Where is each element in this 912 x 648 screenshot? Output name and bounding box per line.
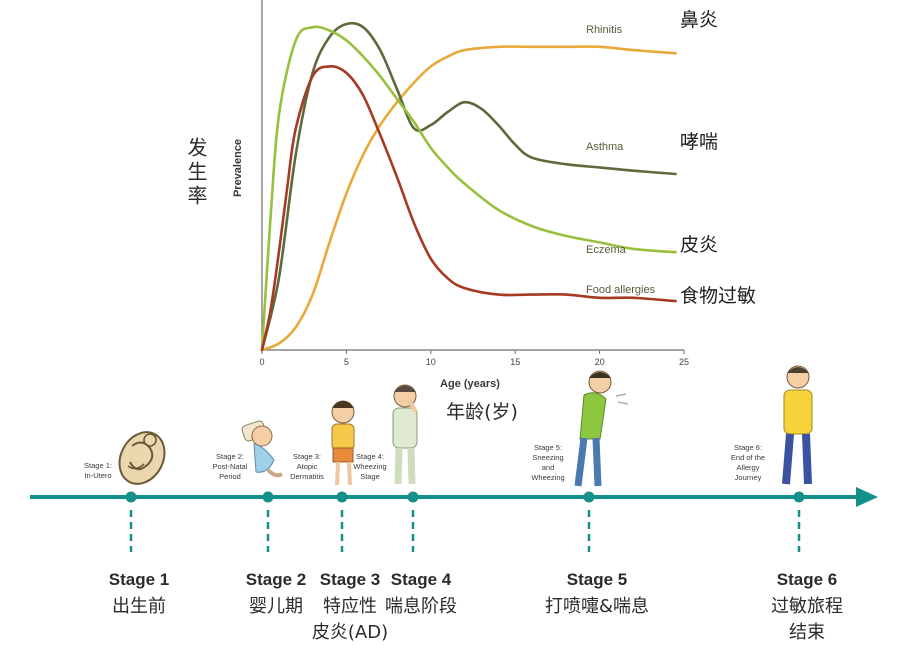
stage-caption-line: Journey <box>735 473 762 482</box>
stage-caption-line: Stage 6: <box>734 443 762 452</box>
baby-illustration <box>241 420 284 478</box>
series-line-eczema <box>260 25 677 352</box>
series-label-zh: 哮喘 <box>680 131 718 153</box>
x-axis-label: Age (years) <box>440 378 500 390</box>
stage-caption-line: End of the <box>731 453 765 462</box>
stage-caption-line: Post-Natal <box>212 462 247 471</box>
stage-caption-line: Stage 3: <box>293 452 321 461</box>
stage-title: Stage 5 <box>567 570 627 589</box>
stage-caption-line: Stage 2: <box>216 452 244 461</box>
stage-caption-line: Dermatitis <box>290 472 324 481</box>
stage-marker <box>793 491 805 503</box>
stage-caption-line: Sneezing <box>532 453 563 462</box>
stage-caption-line: Stage 1: <box>84 461 112 470</box>
stage-zh-label: 打喷嚏&喘息 <box>545 596 649 617</box>
series-label: Rhinitis <box>586 24 623 36</box>
x-tick-label: 0 <box>259 357 264 367</box>
x-tick-label: 10 <box>426 357 436 367</box>
series-label-zh: 鼻炎 <box>680 9 718 31</box>
stage-caption-line: In-Utero <box>84 471 111 480</box>
series-line-food-allergies <box>260 65 677 352</box>
timeline-arrow-head <box>856 487 878 507</box>
stage-marker <box>336 491 348 503</box>
stage-caption-line: Stage 5: <box>534 443 562 452</box>
stage-title: Stage 4 <box>391 570 452 589</box>
stage-caption-line: Wheezing <box>531 473 564 482</box>
stage-caption-line: Allergy <box>737 463 760 472</box>
stage-zh-label: 结束 <box>789 622 825 643</box>
stage-caption-line: Wheezing <box>353 462 386 471</box>
series-label: Eczema <box>586 244 627 256</box>
stage-caption-line: Atopic <box>297 462 318 471</box>
adult-standing-illustration <box>782 365 813 485</box>
stage-title: Stage 1 <box>109 570 169 589</box>
series-label-zh: 皮炎 <box>680 234 718 256</box>
x-tick-label: 25 <box>679 357 689 367</box>
y-axis-label-zh: 发生率 <box>184 137 208 209</box>
stage-marker <box>583 491 595 503</box>
stage-caption-line: Stage 4: <box>356 452 384 461</box>
x-axis-label-zh: 年龄(岁) <box>446 401 518 423</box>
stage-marker <box>125 491 137 503</box>
x-tick-label: 20 <box>595 357 605 367</box>
stage-marker <box>407 491 419 503</box>
stage-caption-line: Period <box>219 472 241 481</box>
stage-zh-label: 婴儿期 <box>249 596 303 617</box>
stage-marker <box>262 491 274 503</box>
stage-title: Stage 2 <box>246 570 306 589</box>
stage-title: Stage 3 <box>320 570 380 589</box>
stage-zh-label: 特应性 <box>323 596 377 617</box>
child-wheezing-illustration <box>392 384 418 485</box>
fetus-illustration <box>118 431 166 485</box>
child-with-eczema-illustration <box>331 400 355 486</box>
stage-caption-line: Stage <box>360 472 380 481</box>
adult-sneezing-illustration <box>574 370 629 487</box>
stage-zh-label: 皮炎(AD) <box>312 622 388 643</box>
stage-zh-label: 过敏旅程 <box>771 596 843 617</box>
stage-zh-label: 喘息阶段 <box>385 596 457 617</box>
series-line-rhinitis <box>260 45 677 352</box>
series-label: Food allergies <box>586 284 656 296</box>
stage-caption-line: and <box>542 463 555 472</box>
series-label-zh: 食物过敏 <box>680 285 756 307</box>
x-tick-label: 15 <box>510 357 520 367</box>
stage-title: Stage 6 <box>777 570 837 589</box>
x-tick-label: 5 <box>344 357 349 367</box>
stage-zh-label: 出生前 <box>112 596 166 617</box>
y-axis-label: Prevalence <box>232 139 244 197</box>
series-label: Asthma <box>586 141 624 153</box>
